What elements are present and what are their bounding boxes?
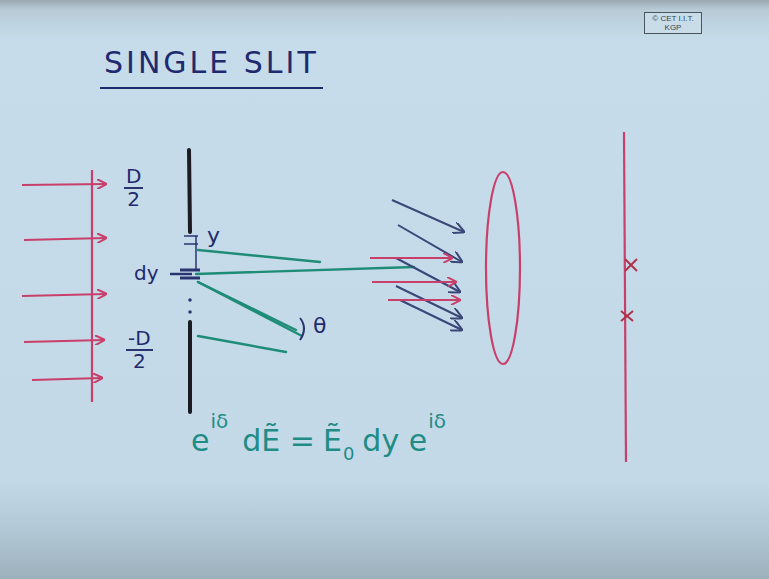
fraction-numerator: -D <box>126 328 153 351</box>
half-width-label: D2 <box>124 166 143 210</box>
diffracted-rays <box>196 250 414 352</box>
angle-arc <box>300 318 304 340</box>
fraction-denominator: 2 <box>133 351 146 372</box>
watermark-box: © CET I.I.T. KGP <box>644 12 702 34</box>
screen-points <box>621 259 637 321</box>
equation-term: Ẽ <box>323 424 342 457</box>
parallel-arrows <box>370 258 460 300</box>
equation-term: iδ <box>428 410 446 432</box>
oblique-arrows <box>392 200 464 330</box>
fraction-numerator: D <box>124 166 143 189</box>
coordinate-label: y <box>207 224 220 248</box>
lens <box>486 172 520 364</box>
equation-term: dy e <box>362 424 427 457</box>
slit-screen <box>189 150 190 412</box>
equation-term: 0 <box>343 444 354 464</box>
equation-term: e <box>191 424 209 457</box>
title: SINGLE SLIT <box>100 46 323 89</box>
angle-label: θ <box>313 314 326 338</box>
field-equation: eiδdẼ =Ẽ0dy eiδ <box>190 410 446 464</box>
fraction-denominator: 2 <box>127 189 140 210</box>
observation-screen <box>624 132 626 462</box>
equation-term: dẼ = <box>242 424 315 457</box>
incident-wave <box>22 170 106 402</box>
equation-term: iδ <box>210 410 228 432</box>
negative-half-width-label: -D2 <box>126 328 153 372</box>
element-label: dy <box>134 262 159 284</box>
watermark-text: © CET I.I.T. KGP <box>649 14 697 32</box>
